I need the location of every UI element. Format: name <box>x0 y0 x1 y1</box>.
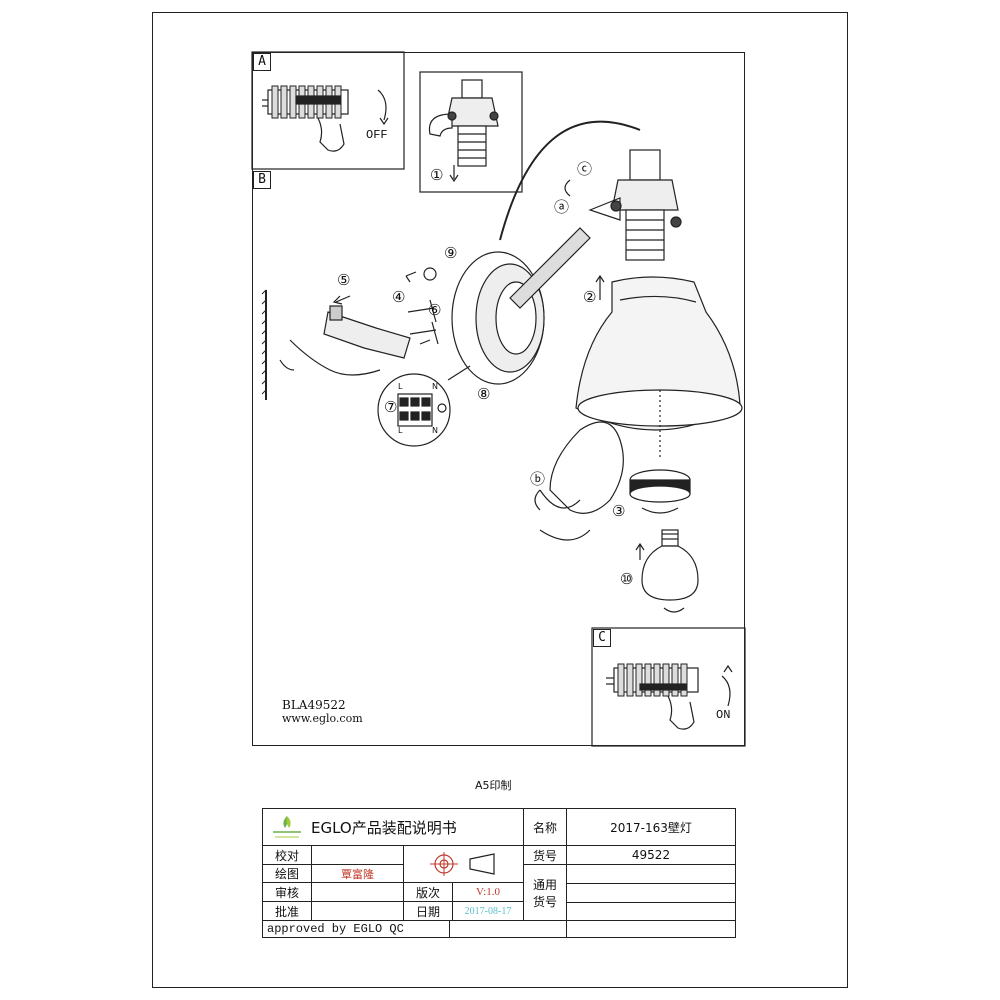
panel-label-c: C <box>593 629 611 647</box>
power-cord <box>499 120 641 241</box>
breaker-strip-c-icon <box>606 663 699 697</box>
lamp-arm <box>509 227 591 309</box>
date-label: 日期 <box>403 901 453 921</box>
panel-a-frame <box>251 51 405 170</box>
company-title: EGLO产品装配说明书 <box>311 818 457 837</box>
projection-symbol-cell <box>403 845 524 883</box>
panel-c-frame <box>591 627 746 747</box>
hand-b-icon <box>549 421 624 514</box>
terminal-n-bottom: N <box>432 426 438 435</box>
wall-plate-icon <box>451 251 545 385</box>
supply-cable <box>289 339 381 376</box>
page-frame <box>152 12 848 988</box>
print-size-note: A5印制 <box>475 779 512 792</box>
date-value: 2017-08-17 <box>464 905 512 917</box>
light-bulb-icon <box>641 529 699 601</box>
version-value: V:1.0 <box>476 886 500 898</box>
step-10-marker: ⑩ <box>620 570 634 588</box>
approve-label: 批准 <box>262 901 312 921</box>
approved-by: approved by EGLO QC <box>262 920 450 938</box>
check-label: 校对 <box>262 845 312 865</box>
step-c-marker: ⓒ <box>577 160 593 178</box>
breaker-strip-a-icon <box>262 85 349 119</box>
step-8-marker: ⑧ <box>477 385 491 403</box>
check-value <box>311 845 404 865</box>
review-value <box>311 882 404 902</box>
hand-c-icon <box>667 695 695 730</box>
name-label: 名称 <box>523 808 567 846</box>
panel-label-b: B <box>253 171 271 189</box>
common-item-value-3 <box>566 902 736 921</box>
arrow-on-icon <box>721 675 731 707</box>
terminal-block-icon <box>397 393 433 427</box>
terminal-l-bottom: L <box>398 426 403 435</box>
draw-label: 绘图 <box>262 864 312 883</box>
date-value-cell: 2017-08-17 <box>452 901 524 921</box>
socket-detail-icon <box>428 79 499 167</box>
step-a-marker: ⓐ <box>554 198 570 216</box>
step-7-marker: ⑦ <box>384 398 398 416</box>
blank-cell-2 <box>566 920 736 938</box>
lamp-socket-icon <box>588 149 682 261</box>
step-b-marker: ⓑ <box>530 470 546 488</box>
terminal-l-top: L <box>398 382 403 391</box>
hand-a-icon <box>317 117 345 152</box>
panel-label-a: A <box>253 53 271 71</box>
item-no-value: 49522 <box>566 845 736 865</box>
company-title-cell: EGLO产品装配说明书 <box>262 808 524 846</box>
ground-symbol-icon <box>437 403 447 413</box>
step-4-marker: ④ <box>392 288 406 306</box>
step-2-marker: ② <box>583 288 597 306</box>
website-link[interactable]: www.eglo.com <box>282 712 363 725</box>
model-code: BLA49522 <box>282 698 346 712</box>
lamp-shade-icon <box>575 276 743 431</box>
step-9-marker: ⑨ <box>444 244 458 262</box>
assembly-drawing-panel <box>252 52 745 746</box>
step-1-marker: ① <box>430 166 444 184</box>
version-label: 版次 <box>403 882 453 902</box>
off-label: OFF <box>366 128 388 142</box>
review-label: 审核 <box>262 882 312 902</box>
rotate-arrow-icon <box>534 489 541 511</box>
on-label: ON <box>716 708 731 722</box>
screw-icon <box>407 299 437 323</box>
socket-inset-frame <box>419 71 523 193</box>
terminal-n-top: N <box>432 382 438 391</box>
approve-value <box>311 901 404 921</box>
shade-ring-icon <box>629 469 691 503</box>
projection-symbol-icon <box>429 852 495 876</box>
common-item-value-2 <box>566 883 736 903</box>
item-no-label: 货号 <box>523 845 567 865</box>
version-value-cell: V:1.0 <box>452 882 524 902</box>
name-value: 2017-163壁灯 <box>566 808 736 846</box>
eglo-logo-icon <box>273 816 301 838</box>
common-item-label: 通用 货号 <box>523 864 567 921</box>
step-5-marker: ⑤ <box>337 271 351 289</box>
blank-cell-1 <box>449 920 567 938</box>
step-6-marker: ⑥ <box>428 301 442 319</box>
arrow-off-icon <box>377 89 387 121</box>
screw-icon-2 <box>409 321 439 345</box>
title-block: EGLO产品装配说明书 名称 2017-163壁灯 校对 绘图 覃富隆 审核 批… <box>262 808 736 938</box>
draw-value: 覃富隆 <box>341 868 374 881</box>
common-item-value-1 <box>566 864 736 884</box>
step-3-marker: ③ <box>612 502 626 520</box>
mounting-bracket-icon <box>323 311 411 359</box>
draw-value-cell: 覃富隆 <box>311 864 404 883</box>
